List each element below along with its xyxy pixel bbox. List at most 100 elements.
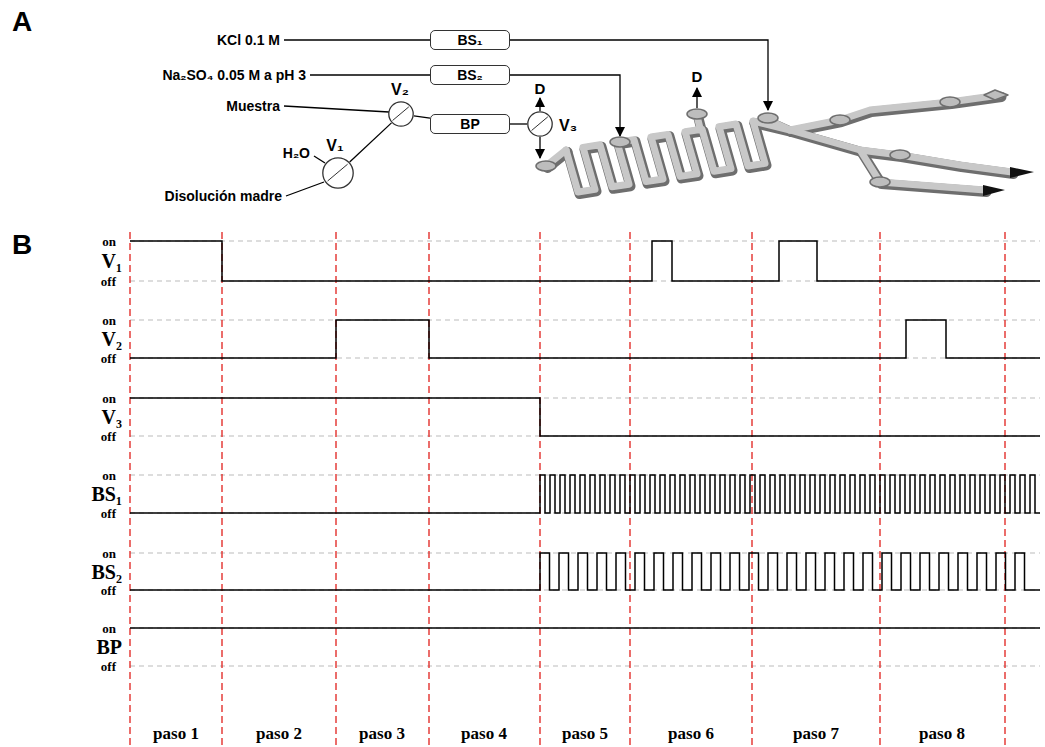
microfluidic-chip [536, 90, 1034, 196]
tube [510, 75, 620, 136]
level-label: on [102, 547, 116, 560]
level-label: on [102, 392, 116, 405]
outlet-arrow [539, 137, 540, 158]
pump-signal [130, 475, 1040, 513]
valve-circle [323, 158, 353, 188]
valve-circle [389, 102, 413, 126]
tube [314, 156, 325, 163]
level-label: off [101, 430, 116, 443]
valve-outline [527, 111, 553, 137]
valve-passage [532, 117, 548, 131]
outlet-tips [983, 167, 1034, 196]
channel [790, 130, 1012, 172]
step-label: paso 7 [793, 725, 839, 742]
level-label: on [102, 235, 116, 248]
reagent-label: Muestra [226, 99, 280, 113]
step-dividers [130, 232, 1005, 747]
reservoirs [536, 90, 1008, 187]
reagent-label: Disolución madre [165, 189, 282, 203]
tube [286, 182, 324, 196]
level-label: off [101, 352, 116, 365]
signal-name: V₁ [102, 251, 122, 271]
valve-outline [322, 157, 354, 189]
signal-name: BS₂ [92, 562, 122, 582]
reagent-label: Na₂SO₄ 0.05 M a pH 3 [162, 68, 306, 82]
gridline [130, 241, 1040, 666]
reservoir [830, 115, 850, 125]
level-label: on [102, 622, 116, 635]
level-gridlines [130, 241, 1040, 666]
valve-passage [328, 164, 348, 181]
reservoir [890, 150, 910, 160]
step-label: paso 1 [153, 725, 199, 742]
level-label: off [101, 584, 116, 597]
valve-signal [130, 398, 1040, 436]
pump-signal [130, 627, 1040, 629]
valve-name: V₁ [326, 138, 343, 154]
channel [860, 150, 985, 190]
pump-box: BS₁ [430, 30, 510, 50]
figure-letter: B [12, 231, 32, 259]
step-label: paso 6 [668, 725, 714, 742]
tube-connector [510, 123, 527, 124]
reagent-label: H₂O [283, 146, 310, 160]
step-label: paso 5 [562, 725, 608, 742]
reservoir [610, 137, 630, 147]
outlet-label: D [692, 69, 703, 84]
outlet-label: D [535, 81, 546, 96]
tube [284, 39, 430, 40]
valve-circle: V₃ [527, 111, 553, 137]
figure-letter: A [12, 8, 32, 36]
tube-connector [350, 123, 392, 162]
level-label: off [101, 507, 116, 520]
channel-top [546, 95, 1012, 192]
signals [130, 241, 1040, 628]
level-label: on [102, 314, 116, 327]
step-label: paso 3 [359, 725, 405, 742]
outlet-arrow [696, 88, 697, 108]
valve-circle: V₁ [322, 157, 354, 189]
level-label: on [102, 469, 116, 482]
signal-name: BS₁ [92, 484, 122, 504]
tubing [284, 40, 768, 196]
reservoir [758, 113, 778, 123]
pump-box: BP [430, 114, 510, 134]
valve-signal [130, 320, 1040, 358]
tube [284, 106, 389, 112]
pump-box: BS₂ [430, 65, 510, 85]
reagent-label: KCl 0.1 M [217, 33, 280, 47]
pump-name: BS₁ [457, 33, 482, 47]
outlet-tip [983, 185, 1005, 196]
outlet-arrow [539, 98, 540, 111]
signal-name: V₂ [102, 329, 122, 349]
step-divider [130, 232, 1005, 747]
level-label: off [101, 275, 116, 288]
valve-signal [130, 241, 1040, 281]
valve-circle: V₂ [388, 101, 414, 127]
valve-name: V₃ [559, 118, 577, 134]
reservoir [984, 90, 1008, 100]
step-label: paso 2 [256, 725, 302, 742]
valve-outline [388, 101, 414, 127]
reservoir [536, 161, 556, 171]
outlet-tip [1010, 167, 1034, 178]
timing-chart [130, 232, 1040, 747]
tube-connector [414, 116, 430, 118]
pump-signal [130, 553, 1040, 590]
channel [790, 95, 1000, 130]
step-label: paso 4 [461, 725, 507, 742]
level-label: off [101, 660, 116, 673]
signal-name: BP [96, 637, 122, 657]
pump-name: BP [460, 117, 479, 131]
signal-name: V₃ [102, 407, 122, 427]
reservoir [687, 109, 707, 119]
serpentine-channel [566, 121, 765, 192]
valve-passage [393, 107, 409, 121]
step-label: paso 8 [919, 725, 965, 742]
reservoir [940, 97, 960, 107]
